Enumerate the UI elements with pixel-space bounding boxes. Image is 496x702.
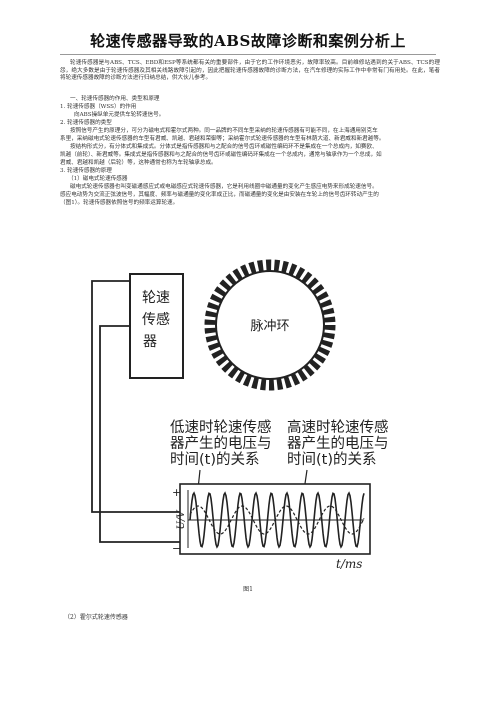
section-heading: 一、轮速传感器的作用、类型和原理 — [70, 96, 160, 102]
sensor-box — [129, 273, 184, 379]
body-line: 按结构形式分，有分体式和集成式。分体式是指传感器和与之配合的信号齿环或磁性编码环… — [70, 144, 378, 150]
wire-top — [91, 280, 180, 513]
body-line: 凯越（前轮）、新君威等。集成式是指传感器和与之配合的信号齿环或磁性编码环集成在一… — [60, 152, 382, 158]
y-axis-label: U/V — [176, 509, 187, 530]
sensor-label-1: 轮速 — [142, 290, 170, 306]
sensor-label-2: 传感 — [142, 311, 170, 328]
ring-label: 脉冲环 — [250, 319, 289, 334]
pulse-ring — [204, 259, 336, 391]
body-line: 君威、君越和凯越（后轮）等，这种通常也称为车轮轴承总成。 — [60, 160, 217, 166]
subsection-heading: （1）磁电式轮速传感器 — [68, 176, 128, 182]
x-axis-label: t/ms — [336, 557, 362, 571]
high-speed-wave — [189, 491, 365, 549]
low-speed-label-3: 时间(t)的关系 — [170, 451, 260, 468]
subsection-heading: 3. 轮速传感器的原理 — [60, 168, 112, 174]
body-line: 按照信号产生的原理分，可分为磁电式和霍尔式两种。同一品牌的不同车型采纳的轮速传感… — [70, 128, 378, 134]
minus-label: − — [172, 542, 181, 555]
body-line: 磁电式轮速传感器也叫变磁通感应式或电磁感应式轮速传感器，它是利用线圈中磁通量的变… — [70, 184, 378, 190]
title-rule — [60, 54, 436, 55]
intro-paragraph: 轮速传感器是与ABS、TCS、EBD和ESP等系统都有关的重要部件，由于它的工作… — [60, 60, 440, 82]
subsection-heading: （2）霍尔式轮速传感器 — [64, 614, 128, 621]
plus-label: + — [172, 486, 181, 499]
subsection-heading: 1. 轮速传感器（WSS）的作用 — [60, 104, 137, 110]
body-line: 感应电动势为交流正弦波信号，其幅度、频率与磁通量的变化率成正比，而磁通量的变化是… — [60, 192, 379, 198]
sensor-label-3: 器 — [143, 334, 157, 350]
high-speed-label-2: 器产生的电压与 — [287, 435, 389, 452]
body-line: 系里，采纳磁电式轮速传感器的车型有君威、凯越、君越和荣御等；采纳霍尔式轮速传感器… — [60, 136, 385, 142]
subsection-heading: 2. 轮速传感器的类型 — [60, 120, 112, 126]
body-line: 向ABS操纵单元提供车轮转速信号。 — [74, 112, 165, 118]
body-line: （图1）。轮速传感器依照信号的频率运算轮速。 — [60, 200, 179, 206]
wire-bottom — [99, 325, 180, 543]
figure-caption: 图1 — [243, 586, 253, 593]
low-speed-label-1: 低速时轮速传感 — [170, 419, 272, 436]
low-speed-label-2: 器产生的电压与 — [170, 435, 272, 452]
high-speed-label-1: 高速时轮速传感 — [287, 419, 389, 436]
page-title: 轮速传感器导致的ABS故障诊断和案例分析上 — [90, 32, 406, 50]
high-speed-label-3: 时间(t)的关系 — [287, 451, 377, 468]
